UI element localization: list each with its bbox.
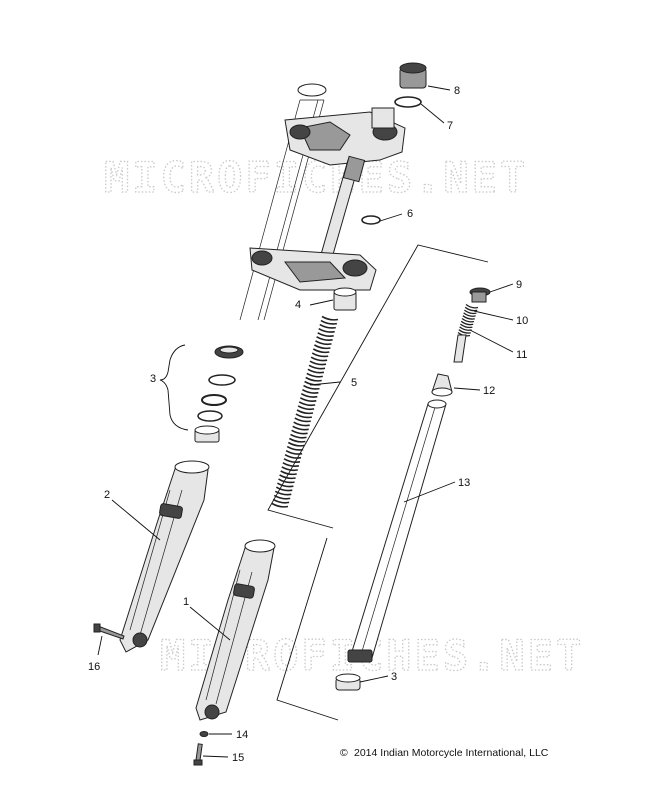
callout-6: 6	[407, 208, 413, 220]
circlip	[361, 215, 381, 225]
spring-coil	[271, 315, 339, 508]
seal-kit	[194, 345, 244, 443]
callout-8: 8	[454, 85, 460, 97]
o-ring	[394, 96, 422, 108]
fork-spring	[271, 315, 339, 508]
inner-fork-tube	[347, 399, 447, 663]
washer	[199, 731, 209, 737]
oil-lock-piece	[431, 373, 453, 397]
callout-7: 7	[447, 120, 453, 132]
callout-4: 4	[295, 299, 301, 311]
fork-cap	[399, 62, 427, 89]
fork-slider-left	[119, 460, 210, 653]
callout-2: 2	[104, 489, 110, 501]
callout-15: 15	[232, 752, 244, 764]
callout-10: 10	[516, 315, 528, 327]
spring-coil	[457, 303, 479, 337]
callout-9: 9	[516, 279, 522, 291]
callout-16: 16	[88, 661, 100, 673]
copyright-notice: © 2014 Indian Motorcycle International, …	[340, 747, 549, 759]
assembly-frame-lower	[276, 537, 339, 721]
callout-3-seal-kit: 3	[150, 373, 156, 385]
upper-triple-clamp	[284, 107, 406, 166]
steering-stem	[317, 155, 366, 266]
callout-1: 1	[183, 596, 189, 608]
axle-pinch-bolt	[93, 623, 125, 640]
callout-5: 5	[351, 377, 357, 389]
callout-14: 14	[236, 729, 248, 741]
callout-3-bushing: 3	[391, 671, 397, 683]
damper-bolt	[193, 743, 203, 766]
assembly-frame-upper	[267, 244, 489, 529]
seal-kit-bracket	[159, 344, 189, 431]
callout-13: 13	[458, 477, 470, 489]
copyright-symbol: ©	[340, 747, 348, 759]
lower-triple-clamp	[249, 247, 377, 291]
fork-slider-right	[195, 539, 276, 721]
copyright-text: 2014 Indian Motorcycle International, LL…	[354, 747, 549, 759]
damper-rod	[453, 287, 491, 363]
watermark-top: MICROFICHES.NET	[104, 153, 528, 202]
spacer	[333, 287, 357, 311]
callout-11: 11	[516, 349, 527, 361]
leader-lines	[97, 85, 514, 758]
lower-bushing	[335, 673, 361, 691]
callout-12: 12	[483, 385, 495, 397]
